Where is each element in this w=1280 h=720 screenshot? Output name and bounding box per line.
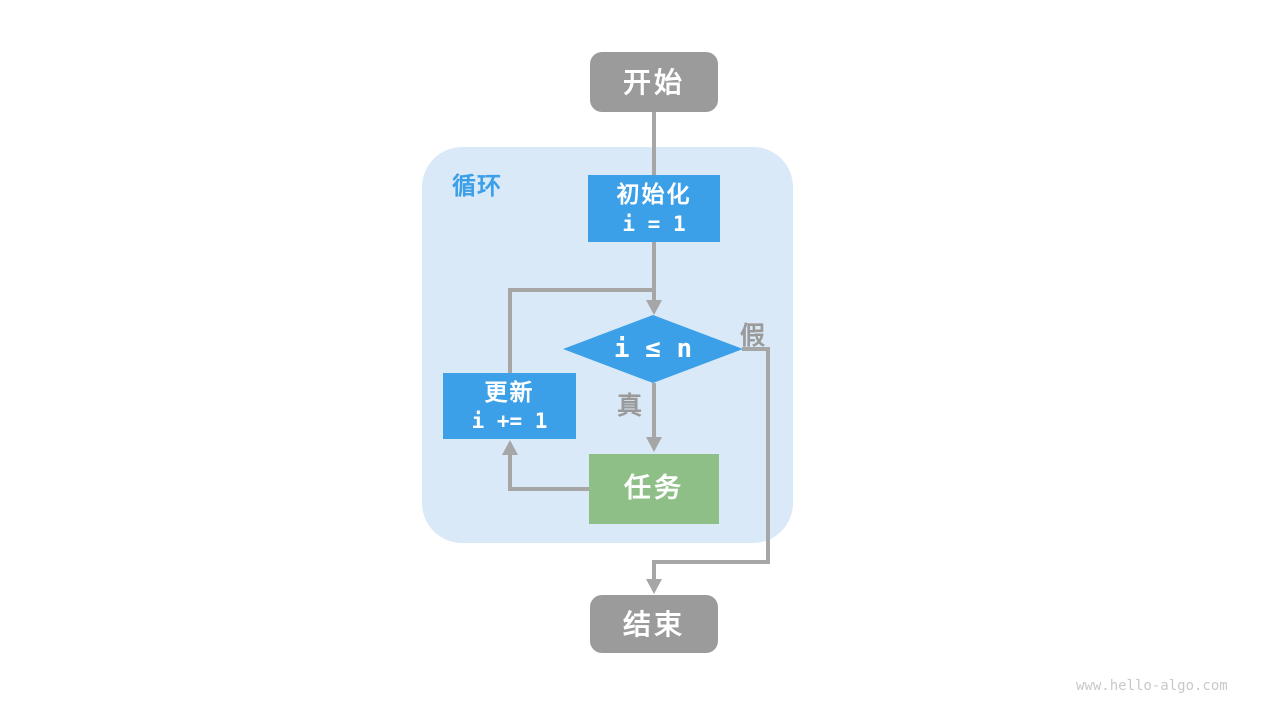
arrowhead-into-update [502, 440, 518, 455]
node-update-title: 更新 [484, 378, 535, 405]
node-condition-code: i ≤ n [613, 333, 693, 364]
edge-update-to-condition [508, 288, 654, 373]
node-init: 初始化 i = 1 [588, 175, 720, 242]
branch-label-false: 假 [740, 322, 766, 350]
edge-task-to-update [508, 454, 589, 491]
node-task-label: 任务 [624, 473, 684, 504]
node-start-label: 开始 [622, 66, 685, 98]
node-end-label: 结束 [622, 608, 685, 640]
node-update: 更新 i += 1 [443, 373, 576, 439]
node-task: 任务 [589, 454, 719, 524]
node-start: 开始 [590, 52, 718, 112]
node-update-code: i += 1 [471, 409, 548, 434]
node-end: 结束 [590, 595, 718, 653]
node-init-code: i = 1 [622, 211, 686, 236]
branch-label-true: 真 [617, 392, 643, 420]
watermark: www.hello-algo.com [1076, 678, 1228, 694]
arrowhead-into-task [646, 437, 662, 452]
edge-condition-to-end [652, 347, 770, 580]
node-init-title: 初始化 [616, 181, 692, 207]
loop-label: 循环 [452, 173, 502, 200]
arrowhead-into-end [646, 579, 662, 594]
arrowhead-into-condition [646, 300, 662, 315]
